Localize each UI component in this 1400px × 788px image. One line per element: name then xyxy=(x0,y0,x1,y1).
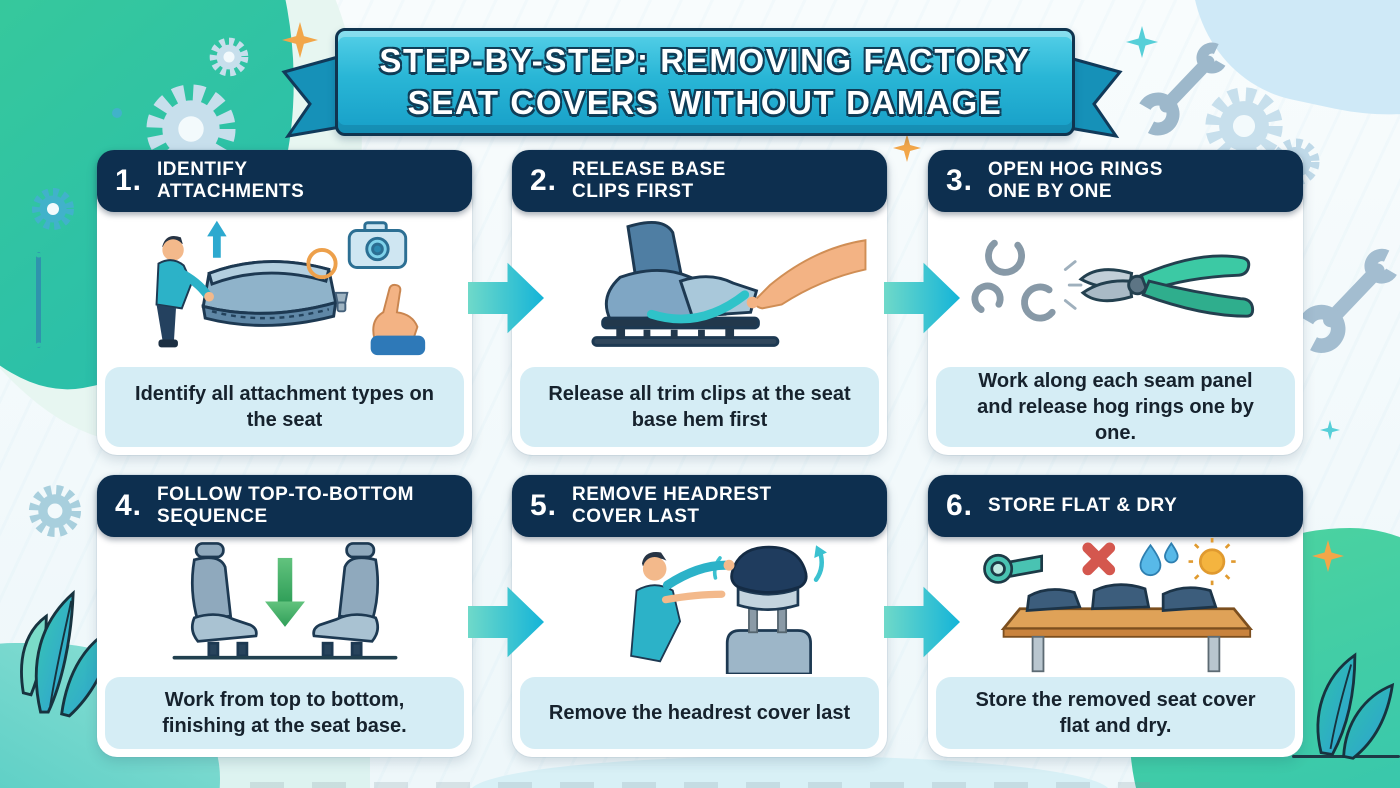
step-card-6: 6. STORE FLAT & DRY xyxy=(928,475,1303,757)
cross-icon xyxy=(1081,542,1115,576)
step-title-line1: IDENTIFY xyxy=(157,159,248,181)
step-card-5: 5. REMOVE HEADREST COVER LAST xyxy=(512,475,887,757)
step-title-line1: REMOVE HEADREST xyxy=(572,484,772,506)
step-number: 2. xyxy=(530,164,558,197)
illustration-remove-headrest-cover xyxy=(518,537,881,675)
step-6-header: 6. STORE FLAT & DRY xyxy=(928,475,1303,537)
water-drop-icon xyxy=(1163,541,1179,564)
step-card-3: 3. OPEN HOG RINGS ONE BY ONE xyxy=(928,150,1303,455)
folded-cover xyxy=(1025,583,1218,613)
gear-icon xyxy=(28,484,82,538)
step-caption: Identify all attachment types on the sea… xyxy=(105,367,464,447)
sparkle-icon xyxy=(1312,540,1344,572)
dot-accent xyxy=(112,108,122,118)
banner-title-line2: SEAT COVERS WITHOUT DAMAGE xyxy=(407,84,1003,121)
step-card-1: 1. IDENTIFY ATTACHMENTS xyxy=(97,150,472,455)
step-4-header: 4. FOLLOW TOP-TO-BOTTOM SEQUENCE xyxy=(97,475,472,537)
gear-icon xyxy=(32,188,74,230)
step-title: RELEASE BASE CLIPS FIRST xyxy=(572,159,726,202)
step-number: 3. xyxy=(946,164,974,197)
step-caption: Store the removed seat cover flat and dr… xyxy=(936,677,1295,749)
step-2-header: 2. RELEASE BASE CLIPS FIRST xyxy=(512,150,887,212)
dashed-line-accent xyxy=(36,252,41,348)
step-number: 6. xyxy=(946,489,974,522)
step-caption: Work from top to bottom, finishing at th… xyxy=(105,677,464,749)
step-title: OPEN HOG RINGS ONE BY ONE xyxy=(988,159,1163,202)
step-title-line2: CLIPS FIRST xyxy=(572,181,694,202)
gear-icon xyxy=(146,84,236,174)
sparkle-icon xyxy=(1320,420,1340,440)
gear-icon xyxy=(209,37,249,77)
step-title-line2: COVER LAST xyxy=(572,506,700,527)
step-number: 4. xyxy=(115,489,143,522)
step-title-line1: STORE FLAT & DRY xyxy=(988,495,1178,517)
step-title-line1: RELEASE BASE xyxy=(572,159,726,181)
leaf-icon xyxy=(1316,652,1395,760)
wrench-icon xyxy=(1136,42,1228,136)
sparkle-icon xyxy=(282,22,318,58)
illustration-release-base-clips xyxy=(518,212,881,360)
step-caption: Remove the headrest cover last xyxy=(520,677,879,749)
banner-title-line1: STEP-BY-STEP: REMOVING FACTORY xyxy=(379,41,1031,79)
water-drop-icon xyxy=(1139,543,1161,577)
illustration-store-flat-and-dry xyxy=(934,537,1297,675)
step-title-line2: ATTACHMENTS xyxy=(157,181,305,202)
sparkle-icon xyxy=(893,134,921,162)
illustration-identify-attachments xyxy=(103,212,466,360)
step-title: STORE FLAT & DRY xyxy=(988,495,1177,517)
step-title-line1: OPEN HOG RINGS xyxy=(988,159,1163,181)
step-number: 5. xyxy=(530,489,558,522)
rolled-mat-icon xyxy=(982,553,1043,584)
step-title: FOLLOW TOP-TO-BOTTOM SEQUENCE xyxy=(157,484,414,527)
step-number: 1. xyxy=(115,164,143,197)
title-banner: STEP-BY-STEP: REMOVING FACTORY SEAT COVE… xyxy=(278,26,1126,148)
step-title-line2: SEQUENCE xyxy=(157,506,268,527)
step-title: REMOVE HEADREST COVER LAST xyxy=(572,484,772,527)
sun-icon xyxy=(1188,538,1236,586)
step-5-header: 5. REMOVE HEADREST COVER LAST xyxy=(512,475,887,537)
illustration-open-hog-rings xyxy=(934,212,1297,360)
sparkle-icon xyxy=(1126,26,1158,58)
step-card-4: 4. FOLLOW TOP-TO-BOTTOM SEQUENCE xyxy=(97,475,472,757)
step-1-header: 1. IDENTIFY ATTACHMENTS xyxy=(97,150,472,212)
step-caption: Release all trim clips at the seat base … xyxy=(520,367,879,447)
step-title: IDENTIFY ATTACHMENTS xyxy=(157,159,304,202)
step-3-header: 3. OPEN HOG RINGS ONE BY ONE xyxy=(928,150,1303,212)
gear-icon xyxy=(1205,87,1283,165)
illustration-top-to-bottom-sequence xyxy=(103,537,466,675)
banner-ribbon: STEP-BY-STEP: REMOVING FACTORY SEAT COVE… xyxy=(335,28,1075,136)
step-title-line1: FOLLOW TOP-TO-BOTTOM xyxy=(157,484,415,506)
step-caption: Work along each seam panel and release h… xyxy=(936,367,1295,447)
cropped-footer-text xyxy=(250,782,1150,788)
step-title-line2: ONE BY ONE xyxy=(988,181,1112,202)
step-card-2: 2. RELEASE BASE CLIPS FIRST xyxy=(512,150,887,455)
wrench-icon xyxy=(1297,248,1400,353)
